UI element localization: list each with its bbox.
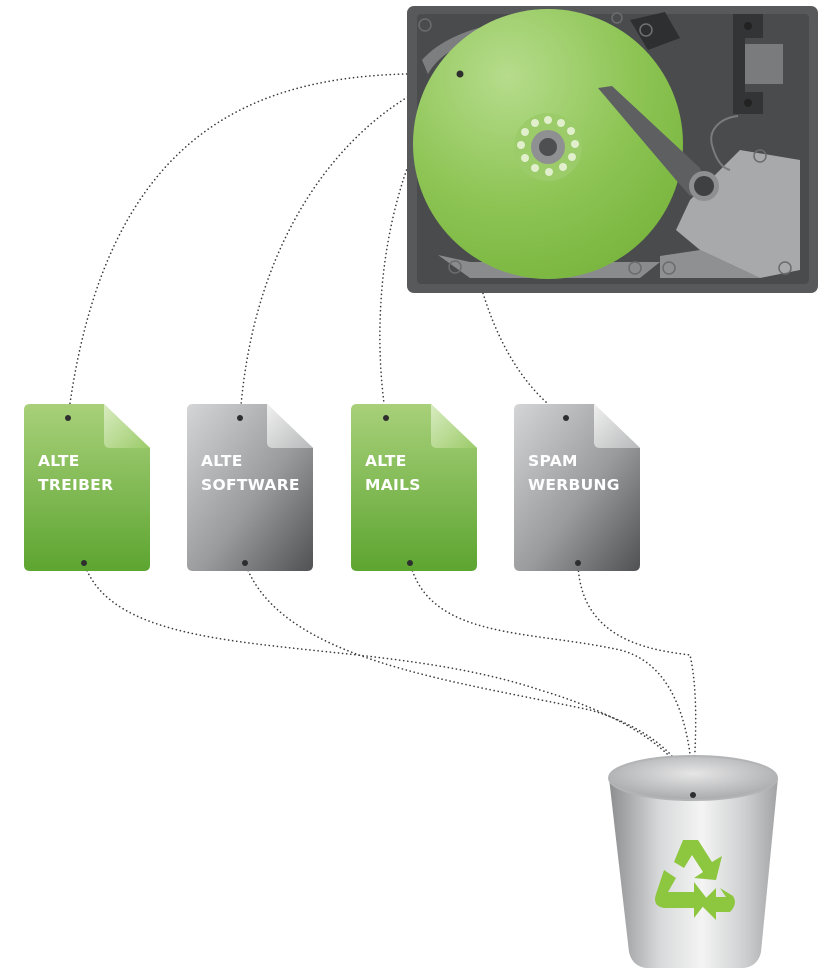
hard-drive-icon bbox=[407, 6, 818, 293]
document-label-line2: SOFTWARE bbox=[201, 476, 300, 494]
document-spam-werbung[interactable]: SPAM WERBUNG bbox=[514, 404, 640, 571]
recycle-icon bbox=[655, 840, 735, 920]
document-label-line1: ALTE bbox=[38, 452, 80, 470]
document-alte-software[interactable]: ALTE SOFTWARE bbox=[187, 404, 313, 571]
actuator-arm bbox=[598, 86, 800, 278]
trash-bin-icon[interactable] bbox=[608, 755, 778, 968]
document-label-line1: ALTE bbox=[365, 452, 407, 470]
document-label-line1: SPAM bbox=[528, 452, 578, 470]
connector-drive-treiber bbox=[67, 72, 461, 419]
connector-treiber-trash bbox=[83, 562, 694, 796]
document-alte-treiber[interactable]: ALTE TREIBER bbox=[24, 404, 150, 571]
document-label-line2: WERBUNG bbox=[528, 476, 620, 494]
document-alte-mails[interactable]: ALTE MAILS bbox=[351, 404, 477, 571]
document-label-line2: TREIBER bbox=[38, 476, 113, 494]
documents-row: ALTE TREIBER ALTE SOFTWARE ALTE MAILS bbox=[24, 404, 640, 571]
document-label-line2: MAILS bbox=[365, 476, 421, 494]
document-label-line1: ALTE bbox=[201, 452, 243, 470]
connector-software-trash bbox=[244, 562, 694, 796]
